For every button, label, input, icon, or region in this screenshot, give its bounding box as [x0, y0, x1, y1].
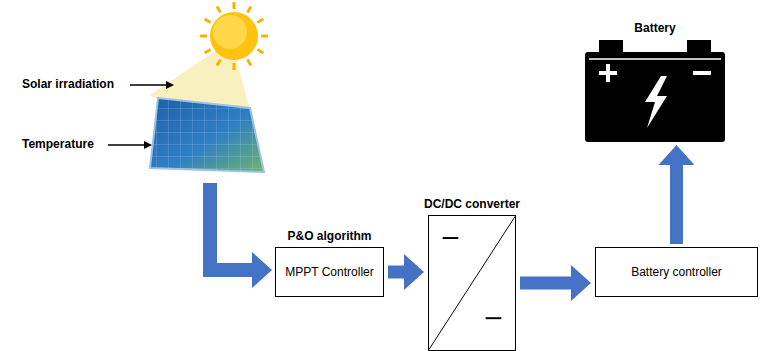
input-arrow — [108, 81, 174, 149]
input-label: Solar irradiation — [22, 77, 114, 91]
power-arrow — [203, 183, 272, 288]
box-label: Battery controller — [627, 265, 726, 279]
mppt-controller-box: P&O algorithmMPPT Controller — [275, 247, 384, 297]
input-label: Temperature — [22, 137, 94, 151]
sun-icon — [200, 2, 268, 70]
dc-dc-converter-box: DC/DC converter — [428, 215, 516, 351]
heading-label: Battery — [634, 21, 675, 35]
heading-label: DC/DC converter — [424, 197, 520, 211]
solar-panel — [150, 98, 264, 172]
box-label: MPPT Controller — [281, 265, 377, 279]
flow-arrow — [520, 265, 591, 301]
dcdc-symbol — [429, 216, 515, 350]
heading-label: P&O algorithm — [287, 229, 371, 243]
battery-symbol — [585, 40, 725, 142]
flow-arrow — [388, 254, 424, 290]
flow-arrow — [659, 145, 695, 244]
battery-controller-box: Battery controller — [595, 247, 758, 297]
battery-icon: Battery — [585, 40, 725, 142]
